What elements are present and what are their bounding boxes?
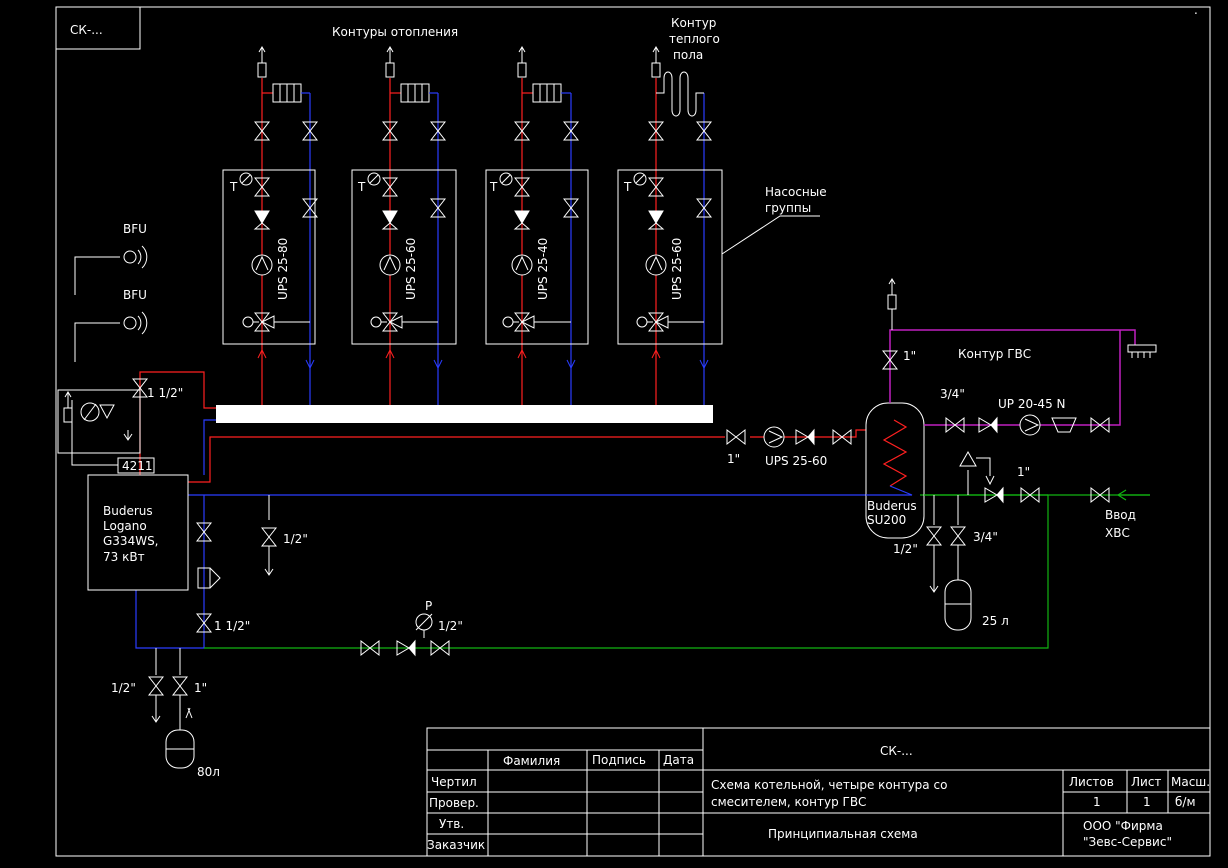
pressure-gauge xyxy=(415,613,433,631)
filter xyxy=(197,567,211,589)
boiler-line-2: Logano xyxy=(103,519,147,533)
size-s7: 3/4" xyxy=(973,530,998,544)
pump-label: UPS 25-60 xyxy=(670,238,684,300)
title-sheet: 1 xyxy=(1143,795,1151,809)
title-col-date: Дата xyxy=(663,753,694,767)
distribution-manifold xyxy=(216,405,713,423)
sensor-label: T xyxy=(623,180,632,194)
title-scale: б/м xyxy=(1175,795,1196,809)
sensor-label: T xyxy=(229,180,238,194)
boiler-bottom-pipe xyxy=(135,520,205,649)
pump-groups-label-2: группы xyxy=(765,201,811,215)
size-s10: 1/2" xyxy=(438,619,463,633)
title-col-sign: Подпись xyxy=(592,753,646,767)
dhw-pump-label: UP 20-45 N xyxy=(998,397,1066,411)
heading-heating-circuits: Контуры отопления xyxy=(332,25,458,39)
pump-label: UPS 25-40 xyxy=(536,238,550,300)
tank-line-2: SU200 xyxy=(867,513,906,527)
title-company-2: "Зевс-Сервис" xyxy=(1083,835,1172,849)
safety-gauge xyxy=(80,402,100,422)
safety-valve xyxy=(99,404,115,420)
title-row-approved: Утв. xyxy=(439,817,464,831)
cold-inlet-line-2: ХВС xyxy=(1105,526,1130,540)
pump-group-2: T UPS 25-60 xyxy=(351,46,457,405)
title-description-1: Схема котельной, четыре контура со xyxy=(711,778,947,792)
title-drawing-type: Принципиальная схема xyxy=(768,827,918,841)
dhw-supply-pipe xyxy=(889,329,1136,403)
pump-group-4: T UPS 25-60 xyxy=(617,46,723,405)
size-s2: 1/2" xyxy=(283,532,308,546)
heading-floor-line-3: пола xyxy=(673,48,703,62)
dhw-tank xyxy=(865,402,925,539)
pump-group-1: T UPS 25-80 xyxy=(222,46,318,405)
title-company-1: ООО "Фирма xyxy=(1083,819,1163,833)
title-row-customer: Заказчик xyxy=(427,838,485,852)
manifold-return-pipe xyxy=(203,419,216,475)
dhw-title: Контур ГВС xyxy=(958,347,1031,361)
bfu-label-2: BFU xyxy=(123,288,147,302)
title-row-drawn: Чертил xyxy=(431,775,477,789)
size-s9: 1 1/2" xyxy=(214,619,250,633)
size-s1: 1 1/2" xyxy=(147,386,183,400)
heading-floor-line-2: теплого xyxy=(669,32,720,46)
controller-label: 4211 xyxy=(122,459,153,473)
expansion-tank-dhw xyxy=(944,579,972,631)
tank-line-1: Buderus xyxy=(867,499,917,513)
tank-coil xyxy=(882,419,908,487)
title-code: СК-... xyxy=(880,744,913,758)
tank-load-pipe xyxy=(750,429,866,438)
title-description-2: смесителем, контур ГВС xyxy=(711,795,866,809)
pump-groups-label-1: Насосные xyxy=(765,185,827,199)
pump-groups: T UPS 25-80 T UPS 25-60 T UPS 25-40 T UPS 25-60 xyxy=(222,46,723,405)
sensor-label: T xyxy=(357,180,366,194)
size-s5: 1" xyxy=(903,349,916,363)
size-s12: 1" xyxy=(194,681,207,695)
pressure-label: P xyxy=(425,599,432,613)
size-s3: 1" xyxy=(727,452,740,466)
corner-code-box xyxy=(55,6,141,50)
bfu-label-1: BFU xyxy=(123,222,147,236)
title-col-sheets: Листов xyxy=(1069,775,1114,789)
pump-label: UPS 25-60 xyxy=(404,238,418,300)
dhw-filter xyxy=(1051,417,1077,433)
boiler-line-3: G334WS, xyxy=(103,534,159,548)
size-s4: 3/4" xyxy=(940,387,965,401)
cold-inlet-line-1: Ввод xyxy=(1105,508,1136,522)
load-pump-label: UPS 25-60 xyxy=(765,454,827,468)
boiler-line-4: 73 кВт xyxy=(103,550,145,564)
title-row-checked: Провер. xyxy=(429,796,479,810)
title-sheets: 1 xyxy=(1093,795,1101,809)
corner-code: СК-... xyxy=(70,23,103,37)
corner-mark: . xyxy=(1194,3,1198,17)
title-col-surname: Фамилия xyxy=(503,754,560,768)
pump-label: UPS 25-80 xyxy=(276,238,290,300)
title-col-scale: Масш. xyxy=(1171,775,1210,789)
shower-head-icon xyxy=(1127,344,1157,358)
sensor-label: T xyxy=(489,180,498,194)
tank-safety-valve xyxy=(959,450,977,467)
expansion-dhw-label: 25 л xyxy=(982,614,1009,628)
size-s8: 1" xyxy=(1017,465,1030,479)
safety-group xyxy=(57,389,141,454)
bfu-sensor-2 xyxy=(123,316,137,330)
dhw-circulation-pipe xyxy=(924,330,1121,426)
cold-water-pipe xyxy=(204,494,1150,649)
size-s6: 1/2" xyxy=(893,542,918,556)
size-s11: 1/2" xyxy=(111,681,136,695)
heading-floor-line-1: Контур xyxy=(671,16,716,30)
title-block xyxy=(426,727,1211,857)
tank-supply-pipe xyxy=(188,436,725,483)
bfu-sensor-1 xyxy=(123,250,137,264)
pump-groups-leader xyxy=(721,215,820,255)
title-col-sheet: Лист xyxy=(1131,775,1161,789)
expansion-boiler-label: 80л xyxy=(197,765,220,779)
boiler xyxy=(87,474,189,591)
pump-group-3: T UPS 25-40 xyxy=(485,46,589,405)
boiler-line-1: Buderus xyxy=(103,504,153,518)
